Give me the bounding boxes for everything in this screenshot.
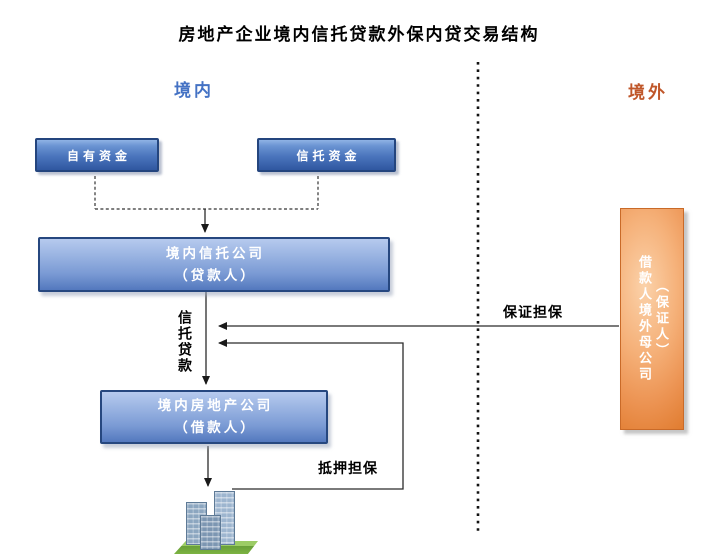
region-label-overseas: 境外 bbox=[628, 83, 668, 103]
guarantor-box: 借款人境外母公司 （保证人） bbox=[620, 208, 684, 430]
trust-funds-box: 信托资金 bbox=[257, 138, 396, 172]
real-estate-company-role: （借款人） bbox=[174, 420, 257, 436]
mortgage-label: 抵押担保 bbox=[318, 461, 378, 477]
mortgage-arrow bbox=[218, 339, 404, 490]
trust-company-box: 境内信托公司 （贷款人） bbox=[38, 237, 390, 292]
guarantee-label: 保证担保 bbox=[503, 305, 563, 321]
guarantor-role: （保证人） bbox=[653, 279, 668, 359]
region-label-domestic: 境内 bbox=[174, 81, 214, 101]
trust-company-name: 境内信托公司 bbox=[166, 245, 265, 262]
real-estate-company-box: 境内房地产公司 （借款人） bbox=[100, 390, 328, 444]
trust-loan-label: 信托贷款 bbox=[176, 310, 192, 374]
diagram-title: 房地产企业境内信托贷款外保内贷交易结构 bbox=[178, 25, 540, 45]
own-funds-label: 自有资金 bbox=[66, 148, 131, 163]
trust-company-role: （贷款人） bbox=[174, 267, 257, 284]
guarantor-name: 借款人境外母公司 bbox=[636, 255, 651, 383]
trust-funds-label: 信托资金 bbox=[296, 148, 361, 163]
real-estate-company-name: 境内房地产公司 bbox=[157, 398, 274, 414]
building-tower-middle bbox=[200, 515, 221, 550]
own-funds-box: 自有资金 bbox=[35, 138, 159, 172]
building-icon bbox=[174, 488, 258, 556]
